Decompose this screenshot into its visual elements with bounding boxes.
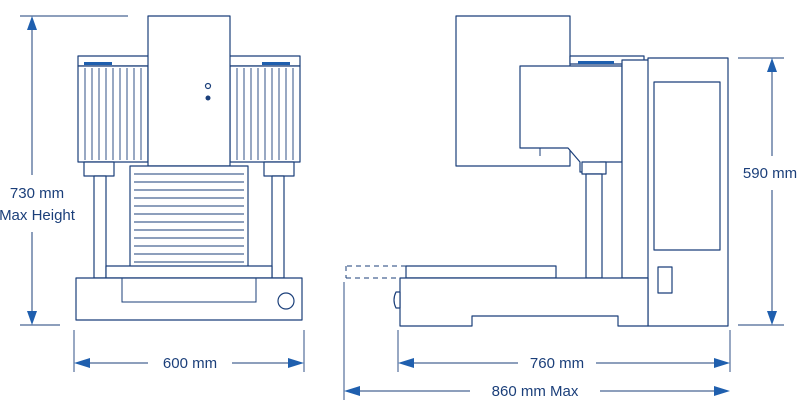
front-height-label: 730 mm <box>10 185 64 202</box>
front-height-sublabel: Max Height <box>0 207 76 224</box>
side-view <box>345 15 729 327</box>
arrow-up-icon <box>27 16 37 30</box>
side-column-cap <box>581 161 607 175</box>
front-height-dimension: 730 mm Max Height <box>0 15 128 326</box>
side-height-label: 590 mm <box>743 165 797 182</box>
arrow-right-icon <box>714 386 730 396</box>
front-column-left <box>93 175 107 279</box>
side-height-dimension: 590 mm <box>738 57 797 326</box>
side-depth-max-label: 860 mm Max <box>492 383 579 400</box>
side-table-extended-outline <box>345 265 406 279</box>
side-connector-port <box>657 266 673 294</box>
arrow-right-icon <box>288 358 304 368</box>
front-column-right <box>271 175 285 279</box>
front-spindle-head <box>147 15 231 167</box>
side-base <box>399 277 649 327</box>
front-table <box>105 265 273 279</box>
side-column <box>585 173 603 279</box>
front-indicator-light-top <box>204 82 212 90</box>
side-rear-housing-frame <box>621 59 651 279</box>
side-front-knob <box>393 291 401 309</box>
side-depth-label: 760 mm <box>530 355 584 372</box>
front-width-label: 600 mm <box>163 355 217 372</box>
front-beam-accent-right <box>262 62 290 65</box>
front-width-dimension: 600 mm <box>73 330 305 372</box>
front-power-knob <box>277 292 295 310</box>
arrow-right-icon <box>714 358 730 368</box>
side-rear-panel <box>653 81 721 251</box>
front-base <box>75 277 303 321</box>
side-beam-accent <box>578 61 614 64</box>
front-bellows-right <box>229 65 301 163</box>
arrow-left-icon <box>344 386 360 396</box>
arrow-down-icon <box>27 311 37 325</box>
front-view <box>75 15 303 321</box>
front-z-bellows <box>134 173 244 263</box>
arrow-down-icon <box>767 311 777 325</box>
side-depth-max-dimension: 860 mm Max <box>343 282 730 400</box>
arrow-left-icon <box>398 358 414 368</box>
front-indicator-light-bottom <box>205 95 211 101</box>
front-bellows-left <box>77 65 149 163</box>
side-depth-dimension: 760 mm <box>397 330 731 372</box>
front-beam-accent-left <box>84 62 112 65</box>
front-base-recess <box>121 278 257 303</box>
side-table <box>405 265 557 279</box>
arrow-up-icon <box>767 58 777 72</box>
front-column-right-cap <box>263 161 295 177</box>
front-z-bellows-frame <box>129 165 249 271</box>
arrow-left-icon <box>74 358 90 368</box>
front-column-left-cap <box>83 161 115 177</box>
